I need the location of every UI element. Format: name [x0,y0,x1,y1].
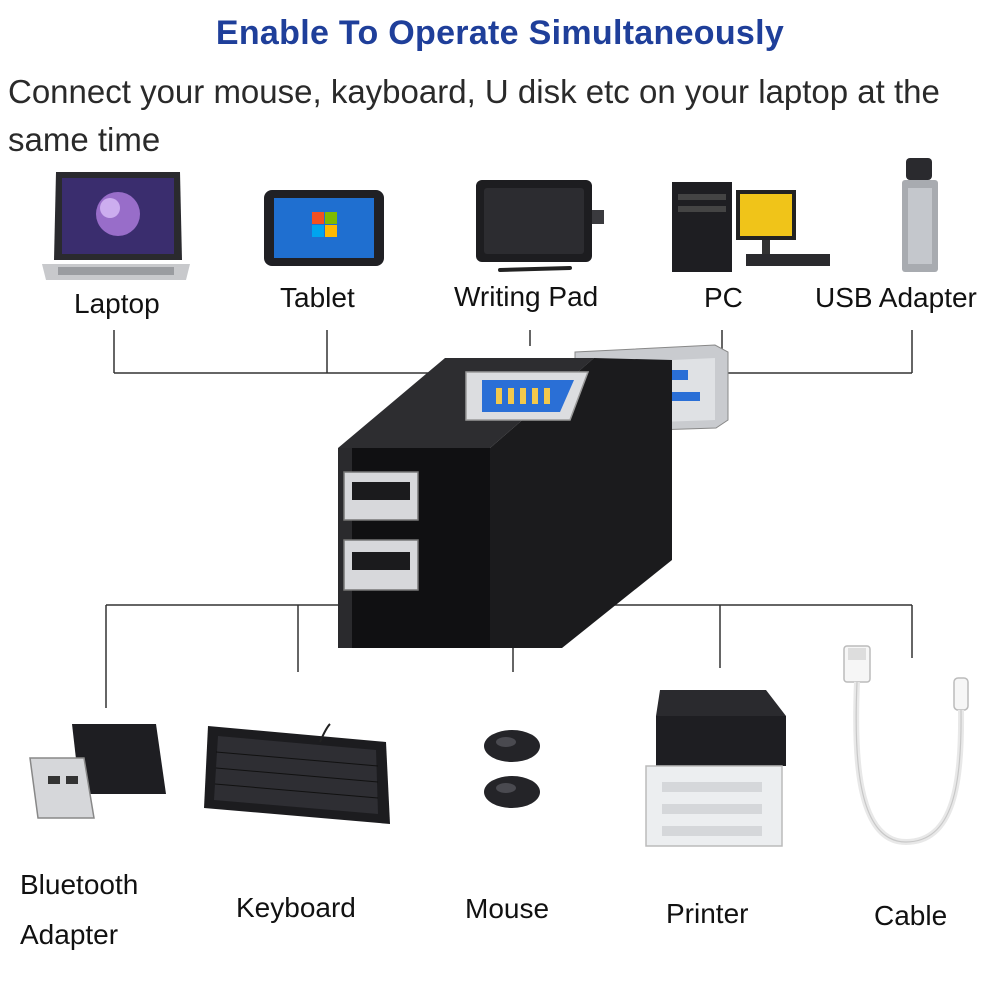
device-label-usb-adapter: USB Adapter [815,282,977,313]
page-description: Connect your mouse, kayboard, U disk etc… [8,73,940,158]
pc-image [672,182,830,272]
tablet-image [264,190,384,266]
printer-image [645,690,786,847]
laptop-image [42,172,190,280]
device-label-writing-pad: Writing Pad [454,281,599,312]
page-heading: Enable To Operate Simultaneously [215,14,785,52]
device-label-keyboard: Keyboard [236,892,356,923]
device-label-bluetooth-adapter: Bluetooth Adapter [20,869,139,950]
usb-hub-image [338,344,729,648]
writing-pad-image [476,180,604,272]
device-label-printer: Printer [666,898,749,929]
mouse-image [484,730,540,808]
device-label-laptop: Laptop [74,288,160,319]
keyboard-image [204,723,390,824]
device-label-cable: Cable [874,900,948,931]
cable-image [843,645,969,846]
usb-adapter-image [902,158,938,272]
device-label-mouse: Mouse [465,893,550,924]
device-label-tablet: Tablet [280,282,355,313]
device-label-pc: PC [704,282,743,313]
bluetooth-adapter-image [29,724,166,819]
